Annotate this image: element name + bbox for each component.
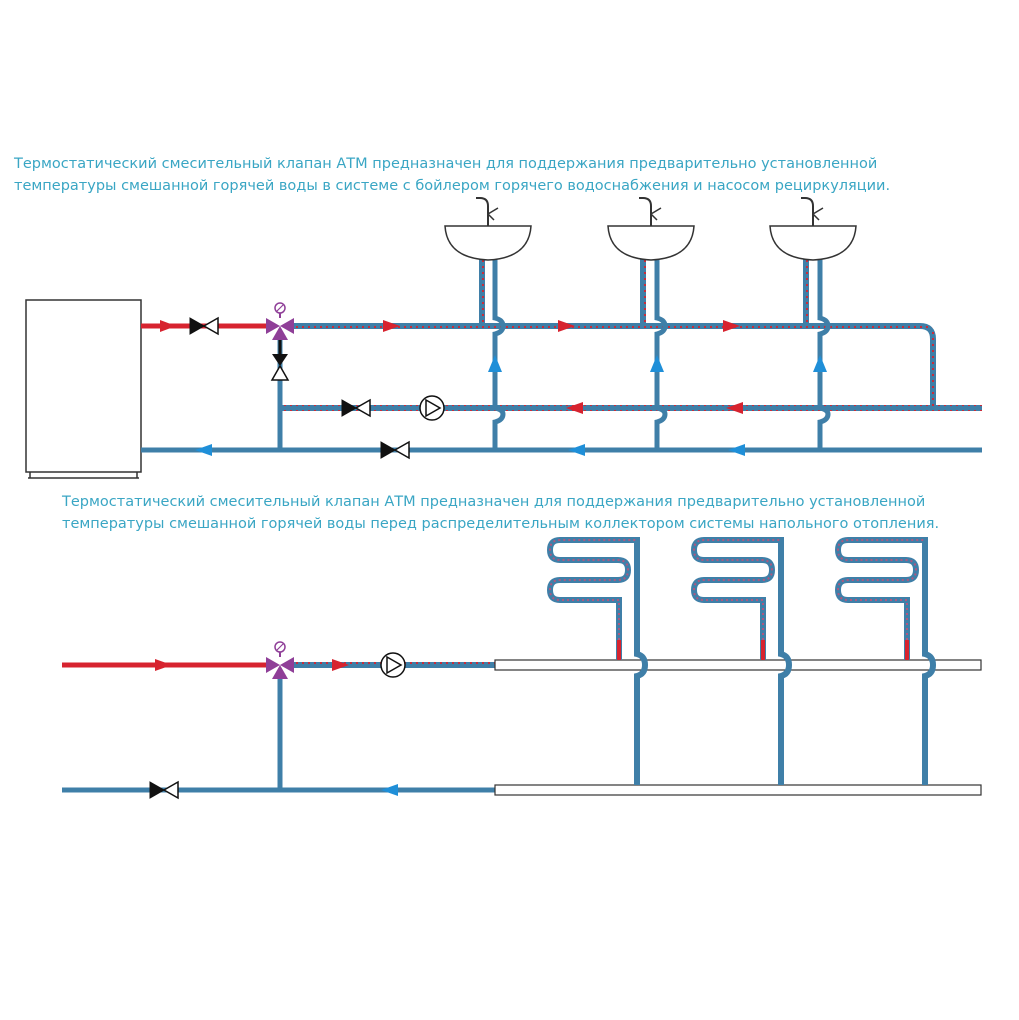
caption-top-line1: Термостатический смесительный клапан АТМ… — [14, 156, 878, 172]
top-scheme — [25, 197, 982, 479]
gate-valve-icon — [380, 440, 410, 460]
flow-arrow-cold — [568, 444, 585, 456]
cold-pipe — [141, 340, 982, 456]
recirculation-pipe — [280, 402, 982, 414]
flow-arrow-cold — [195, 444, 212, 456]
caption-bottom: Термостатический смесительный клапан АТМ… — [62, 491, 939, 535]
sink-group-2 — [607, 197, 695, 450]
sink-icon — [769, 225, 857, 261]
bottom-scheme — [62, 537, 982, 800]
floor-heating-loop-icon — [834, 537, 937, 785]
flow-arrow-cold — [650, 355, 664, 372]
caption-bottom-line1: Термостатический смесительный клапан АТМ… — [62, 494, 926, 510]
circulation-pump-icon — [419, 395, 445, 421]
faucet-icon — [476, 197, 499, 226]
gate-valve-icon — [149, 780, 179, 800]
flow-arrow-hot — [723, 320, 740, 332]
flow-arrow-cold — [813, 355, 827, 372]
flow-arrow-cold — [488, 355, 502, 372]
gate-valve-icon — [341, 398, 371, 418]
flow-arrow-hot — [566, 402, 583, 414]
return-pipe — [62, 678, 495, 796]
faucet-icon — [801, 197, 824, 226]
thermostatic-mixing-valve-icon — [266, 302, 294, 340]
floor-heating-loop-icon — [546, 537, 649, 785]
flow-arrow-hot — [332, 659, 349, 671]
caption-top: Термостатический смесительный клапан АТМ… — [14, 153, 890, 197]
flow-arrow-hot — [726, 402, 743, 414]
flow-arrow-hot — [383, 320, 400, 332]
sink-group-1 — [444, 197, 532, 450]
gate-valve-icon — [189, 316, 219, 336]
caption-top-line2: температуры смешанной горячей воды в сис… — [14, 178, 891, 194]
circulation-pump-icon — [380, 652, 406, 678]
sink-icon — [607, 225, 695, 261]
flow-arrow-cold — [728, 444, 745, 456]
floor-heating-loop-icon — [690, 537, 793, 785]
sink-group-3 — [769, 197, 857, 450]
flow-arrow-hot — [155, 659, 172, 671]
faucet-icon — [639, 197, 662, 226]
mixed-supply-pipe — [290, 320, 936, 408]
manifold-icon — [494, 659, 982, 796]
thermostatic-mixing-valve-icon — [266, 641, 294, 679]
boiler-icon — [25, 299, 142, 479]
flow-arrow-hot — [558, 320, 575, 332]
sink-icon — [444, 225, 532, 261]
hot-supply-pipe — [62, 659, 272, 671]
caption-bottom-line2: температуры смешанной горячей воды перед… — [62, 516, 940, 532]
flow-arrow-cold — [381, 784, 398, 796]
flow-arrow-hot — [160, 320, 176, 332]
check-valve-icon — [270, 340, 290, 381]
